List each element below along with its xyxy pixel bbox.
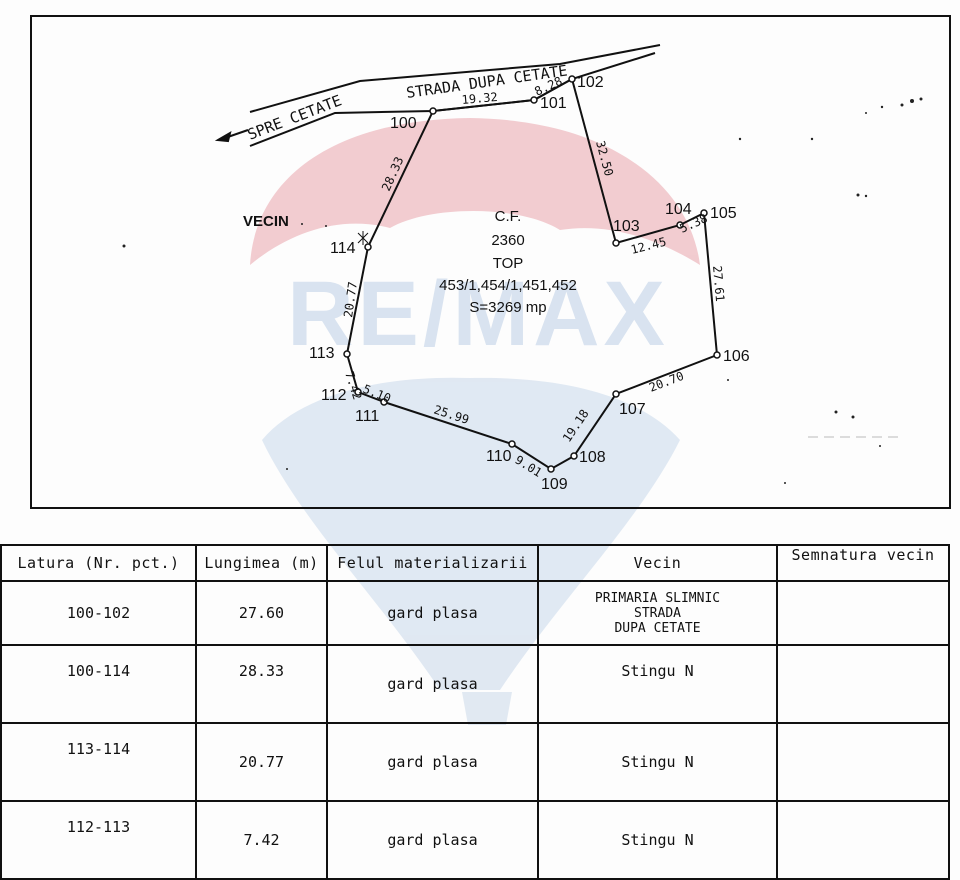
point-marker-103 bbox=[612, 239, 620, 247]
point-label-108: 108 bbox=[579, 449, 606, 466]
point-marker-107 bbox=[612, 390, 620, 398]
cell-material: gard plasa bbox=[326, 800, 539, 880]
neighbor-line: PRIMARIA SLIMNIC bbox=[594, 590, 721, 606]
table-header-row: Latura (Nr. pct.) Lungimea (m) Felul mat… bbox=[0, 544, 950, 582]
area-label: S=3269 mp bbox=[469, 299, 546, 316]
street-edge-top bbox=[249, 44, 661, 113]
parcel-boundary bbox=[345, 77, 719, 471]
cf-number: 2360 bbox=[491, 232, 524, 249]
header-neighbor: Vecin bbox=[537, 544, 778, 582]
point-label-111: 111 bbox=[355, 408, 379, 425]
cell-side: 100-102 bbox=[0, 580, 197, 646]
point-label-109: 109 bbox=[541, 476, 568, 493]
point-label-110: 110 bbox=[486, 448, 512, 465]
point-marker-114 bbox=[364, 243, 372, 251]
point-label-113: 113 bbox=[309, 345, 335, 362]
cell-length: 28.33 bbox=[195, 644, 328, 724]
point-marker-105 bbox=[700, 209, 708, 217]
point-marker-101 bbox=[530, 96, 538, 104]
boundary-table: Latura (Nr. pct.) Lungimea (m) Felul mat… bbox=[0, 544, 950, 880]
point-marker-109 bbox=[547, 465, 555, 473]
table-row: 100-114 28.33 gard plasa Stingu N bbox=[0, 644, 950, 724]
segment-length-106-107: 20.70 bbox=[647, 369, 686, 395]
cell-length: 7.42 bbox=[195, 800, 328, 880]
point-marker-108 bbox=[570, 452, 578, 460]
point-label-102: 102 bbox=[577, 74, 604, 91]
cell-neighbor: PRIMARIA SLIMNIC STRADA DUPA CETATE bbox=[537, 580, 778, 646]
watermark-text: RE/MAX bbox=[287, 263, 669, 365]
table-row: 113-114 20.77 gard plasa Stingu N bbox=[0, 722, 950, 802]
drawing-frame bbox=[30, 15, 951, 509]
point-label-106: 106 bbox=[723, 348, 750, 365]
segment-length-105-106: 27.61 bbox=[710, 265, 727, 302]
cell-length: 27.60 bbox=[195, 580, 328, 646]
cell-side: 112-113 bbox=[0, 800, 197, 880]
table-row: 100-102 27.60 gard plasa PRIMARIA SLIMNI… bbox=[0, 580, 950, 646]
point-marker-112 bbox=[354, 388, 362, 396]
point-marker-110 bbox=[508, 440, 516, 448]
top-label: TOP bbox=[493, 255, 524, 272]
header-length: Lungimea (m) bbox=[195, 544, 328, 582]
cell-neighbor: Stingu N bbox=[537, 800, 778, 880]
neighbor-label: VECIN bbox=[243, 213, 289, 230]
direction-arrow-icon bbox=[214, 130, 232, 143]
cell-signature bbox=[776, 580, 950, 646]
point-marker-106 bbox=[713, 351, 721, 359]
cell-material: gard plasa bbox=[326, 580, 539, 646]
parcel-info: C.F. 2360 TOP 453/1,454/1,451,452 S=3269… bbox=[439, 208, 577, 316]
point-label-103: 103 bbox=[613, 218, 640, 235]
point-label-100: 100 bbox=[390, 115, 417, 132]
point-marker-113 bbox=[343, 350, 351, 358]
header-material: Felul materializarii bbox=[326, 544, 539, 582]
point-label-114: 114 bbox=[330, 240, 356, 257]
header-side: Latura (Nr. pct.) bbox=[0, 544, 197, 582]
point-label-101: 101 bbox=[540, 95, 567, 112]
cell-signature bbox=[776, 644, 950, 724]
point-label-112: 112 bbox=[321, 387, 347, 404]
point-marker-111 bbox=[380, 398, 388, 406]
header-signature: Semnatura vecin bbox=[776, 544, 950, 582]
cell-signature bbox=[776, 722, 950, 802]
cell-neighbor: Stingu N bbox=[537, 644, 778, 724]
cf-label: C.F. bbox=[495, 208, 522, 225]
neighbor-line: DUPA CETATE bbox=[614, 620, 701, 636]
cell-material: gard plasa bbox=[326, 644, 539, 724]
asterisk-mark-icon bbox=[357, 231, 369, 245]
cell-side: 113-114 bbox=[0, 722, 197, 802]
watermark-balloon-red bbox=[250, 118, 700, 265]
point-label-105: 105 bbox=[710, 205, 737, 222]
segment-length-100-101: 19.32 bbox=[461, 90, 498, 107]
scan-noise bbox=[122, 97, 923, 484]
cell-material: gard plasa bbox=[326, 722, 539, 802]
cell-side: 100-114 bbox=[0, 644, 197, 724]
cell-neighbor: Stingu N bbox=[537, 722, 778, 802]
top-numbers: 453/1,454/1,451,452 bbox=[439, 277, 577, 294]
point-marker-100 bbox=[429, 107, 437, 115]
cell-signature bbox=[776, 800, 950, 880]
cadastral-plan: RE/MAX SPRE CETATE STRADA DUPA CETATE 10… bbox=[30, 15, 951, 725]
point-marker-104 bbox=[676, 221, 684, 229]
point-label-107: 107 bbox=[619, 401, 646, 418]
table-row: 112-113 7.42 gard plasa Stingu N bbox=[0, 800, 950, 880]
point-label-104: 104 bbox=[665, 201, 692, 218]
point-marker-102 bbox=[568, 75, 576, 83]
boundary-points bbox=[343, 75, 721, 473]
neighbor-line: STRADA bbox=[634, 605, 681, 621]
segment-length-113-114: 20.77 bbox=[341, 281, 360, 319]
cell-length: 20.77 bbox=[195, 722, 328, 802]
